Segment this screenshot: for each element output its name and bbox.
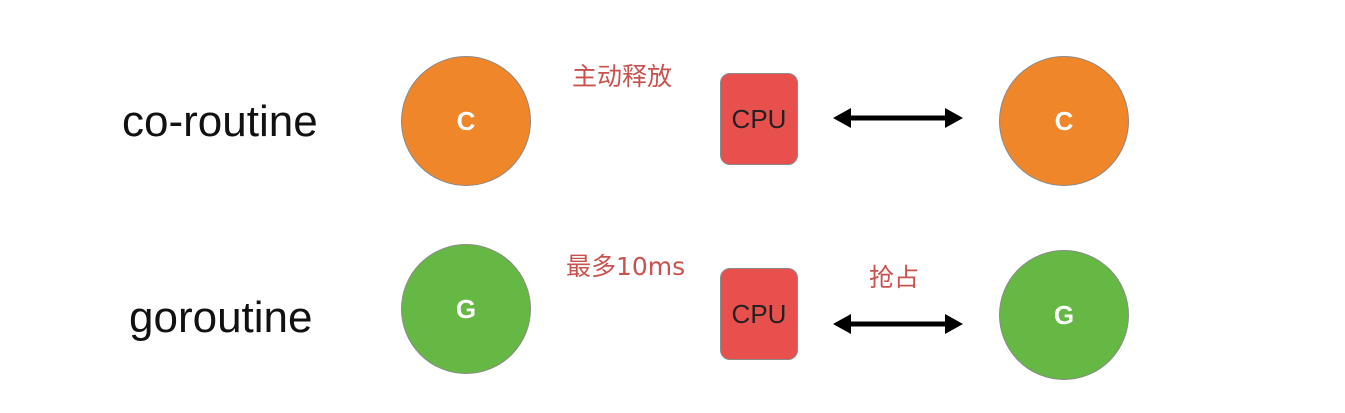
coroutine-note: 主动释放	[572, 62, 673, 91]
coroutine-label: co-routine	[122, 97, 318, 146]
coroutine-double-arrow-icon	[833, 108, 963, 128]
goroutine-left-circle: G	[401, 244, 531, 374]
coroutine-right-circle: C	[999, 56, 1129, 186]
coroutine-left-circle: C	[401, 56, 531, 186]
goroutine-label: goroutine	[129, 293, 313, 342]
goroutine-right-circle: G	[999, 250, 1129, 380]
coroutine-cpu-box: CPU	[720, 73, 798, 165]
goroutine-double-arrow-icon	[833, 314, 963, 334]
goroutine-cpu-box: CPU	[720, 268, 798, 360]
goroutine-arrow-label: 抢占	[869, 263, 920, 292]
goroutine-note: 最多10ms	[566, 252, 686, 281]
